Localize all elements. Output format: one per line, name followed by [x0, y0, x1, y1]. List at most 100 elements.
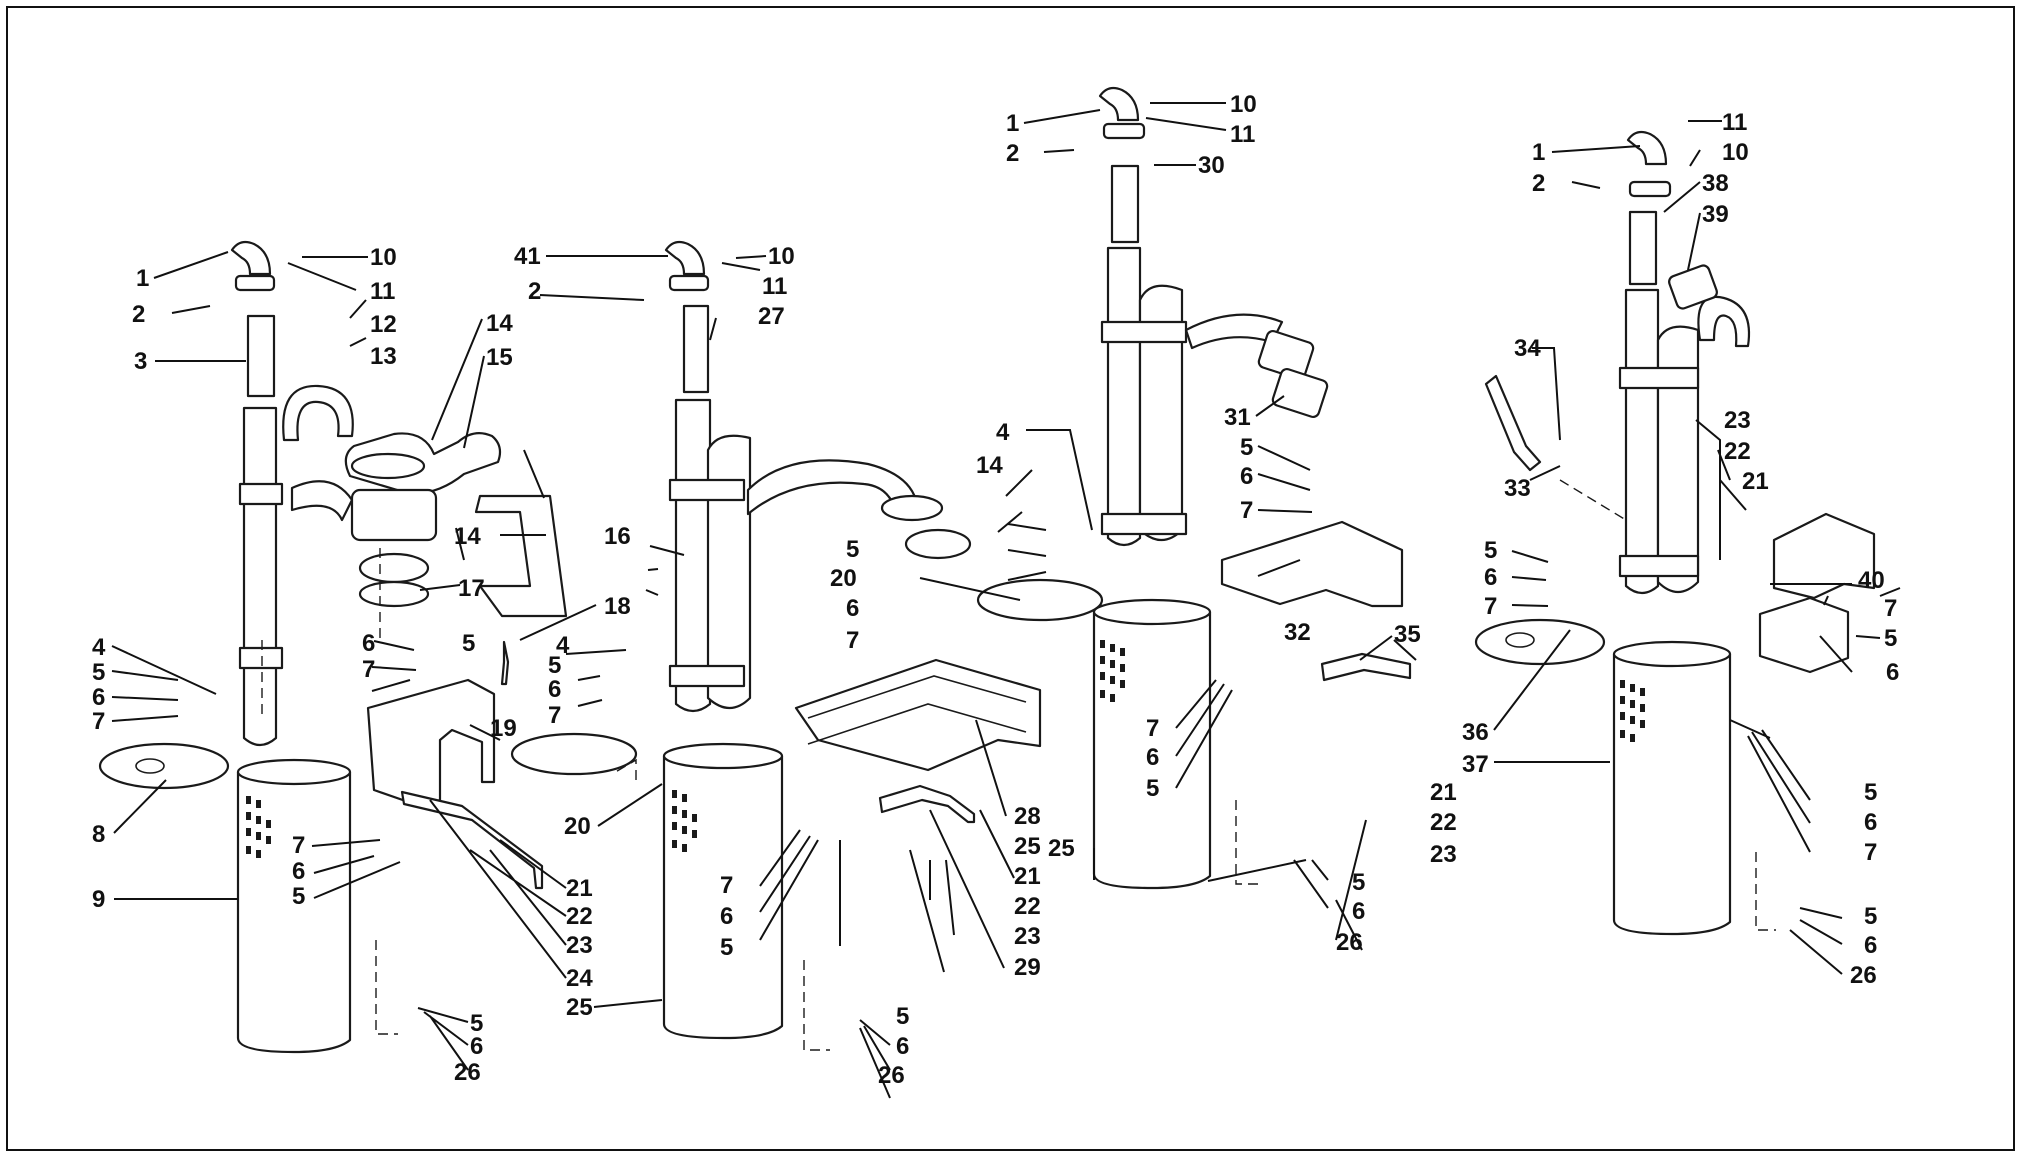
- clamp-4: [1628, 180, 1672, 198]
- heat-shield-25a: [662, 754, 784, 1040]
- callout-39: 39: [1702, 201, 1729, 228]
- callout-2: 2: [1006, 140, 1019, 167]
- callout-6: 6: [1146, 744, 1159, 771]
- heat-shield-9-top: [236, 758, 352, 786]
- bend-pipe-1: [282, 384, 354, 442]
- clamp-3: [1102, 122, 1146, 140]
- callout-6: 6: [470, 1033, 483, 1060]
- gasket-14a: [350, 452, 426, 480]
- callout-1: 1: [1532, 139, 1545, 166]
- assembly-3: [1092, 86, 1412, 890]
- callout-10: 10: [768, 243, 795, 270]
- assembly-4: [1474, 130, 1876, 936]
- callout-5: 5: [1484, 537, 1497, 564]
- heat-shield-37: [1612, 652, 1732, 936]
- callout-10: 10: [370, 244, 397, 271]
- callout-5: 5: [846, 536, 859, 563]
- louvre-slots-1: [246, 796, 271, 858]
- callout-22: 22: [1014, 893, 1041, 920]
- band-lower-3: [1100, 512, 1188, 536]
- callout-23: 23: [1724, 407, 1751, 434]
- band-upper-2: [668, 478, 746, 502]
- callout-24: 24: [566, 965, 593, 992]
- callout-35: 35: [1394, 621, 1421, 648]
- callout-14: 14: [486, 310, 513, 337]
- duct-32: [1220, 520, 1404, 608]
- callout-38: 38: [1702, 170, 1729, 197]
- tail-pipe-30: [1110, 164, 1140, 244]
- callout-21: 21: [1014, 863, 1041, 890]
- callout-labels: 1 2 3 10 11 12 13 14 15 14 16 17 18 19 4…: [92, 91, 1899, 1089]
- callout-10: 10: [1230, 91, 1257, 118]
- callout-32: 32: [1284, 619, 1311, 646]
- plate-8-hole: [135, 758, 165, 774]
- elbow-pipe-1: [230, 240, 272, 276]
- silencer-body-4: [1624, 288, 1660, 595]
- assembly-2: [510, 240, 1104, 1051]
- callout-18: 18: [604, 593, 631, 620]
- callout-4: 4: [996, 419, 1010, 446]
- callout-25: 25: [1048, 835, 1075, 862]
- callout-5: 5: [1884, 625, 1897, 652]
- callout-6: 6: [720, 903, 733, 930]
- band-upper-1: [238, 482, 284, 506]
- callout-25: 25: [566, 994, 593, 1021]
- callout-9: 9: [92, 886, 105, 913]
- callout-7: 7: [1146, 715, 1159, 742]
- callout-27: 27: [758, 303, 785, 330]
- callout-21: 21: [1430, 779, 1457, 806]
- bolt-18: [500, 640, 510, 686]
- callout-26: 26: [454, 1059, 481, 1086]
- callout-6: 6: [1352, 898, 1365, 925]
- callout-11: 11: [1722, 109, 1747, 136]
- callout-7: 7: [1240, 497, 1253, 524]
- silencer-shell-4: [1656, 325, 1700, 594]
- tail-pipe-3: [246, 314, 276, 398]
- heat-shield-9: [236, 770, 352, 1054]
- callout-7: 7: [362, 656, 375, 683]
- callout-4: 4: [92, 634, 106, 661]
- band-lower-1: [238, 646, 284, 670]
- duct-28: [794, 658, 1042, 772]
- callout-11: 11: [370, 278, 395, 305]
- plate-20a: [976, 578, 1104, 622]
- callout-6: 6: [1864, 809, 1877, 836]
- callout-6: 6: [1886, 659, 1899, 686]
- callout-41: 41: [514, 243, 541, 270]
- callout-6: 6: [548, 676, 561, 703]
- plate-36-hole: [1505, 632, 1535, 648]
- silencer-body-3: [1106, 246, 1142, 547]
- duct-28-edge: [807, 675, 1027, 745]
- bend-pipe-39: [1697, 295, 1750, 348]
- bracket-34: [1484, 374, 1542, 472]
- callout-29: 29: [1014, 954, 1041, 981]
- callout-5: 5: [470, 1010, 483, 1037]
- elbow-pipe-3: [1098, 86, 1140, 122]
- outlet-pipe-1: [290, 480, 354, 522]
- flange-39: [1668, 264, 1718, 310]
- callout-6: 6: [1864, 932, 1877, 959]
- callout-17: 17: [458, 575, 485, 602]
- shield-40-bottom: [1758, 596, 1850, 674]
- callout-8: 8: [92, 821, 105, 848]
- gasket-2a: [880, 494, 944, 522]
- callout-14: 14: [976, 452, 1003, 479]
- tail-pipe-27: [682, 304, 710, 394]
- callout-22: 22: [1724, 438, 1751, 465]
- callout-21: 21: [1742, 468, 1769, 495]
- bracket-29: [878, 784, 976, 824]
- clamp-1: [234, 274, 276, 292]
- callout-21: 21: [566, 875, 593, 902]
- bracket-35: [1320, 652, 1412, 682]
- gasket-14c: [904, 528, 972, 560]
- callout-5: 5: [1352, 869, 1365, 896]
- callout-5: 5: [720, 934, 733, 961]
- callout-34: 34: [1514, 335, 1541, 362]
- assembly-1: [98, 240, 568, 1054]
- heat-shield-25a-top: [662, 742, 784, 770]
- callout-5: 5: [292, 883, 305, 910]
- callout-5: 5: [1864, 903, 1877, 930]
- callout-6: 6: [1484, 564, 1497, 591]
- callout-33: 33: [1504, 475, 1531, 502]
- heat-shield-25b-top: [1092, 598, 1212, 626]
